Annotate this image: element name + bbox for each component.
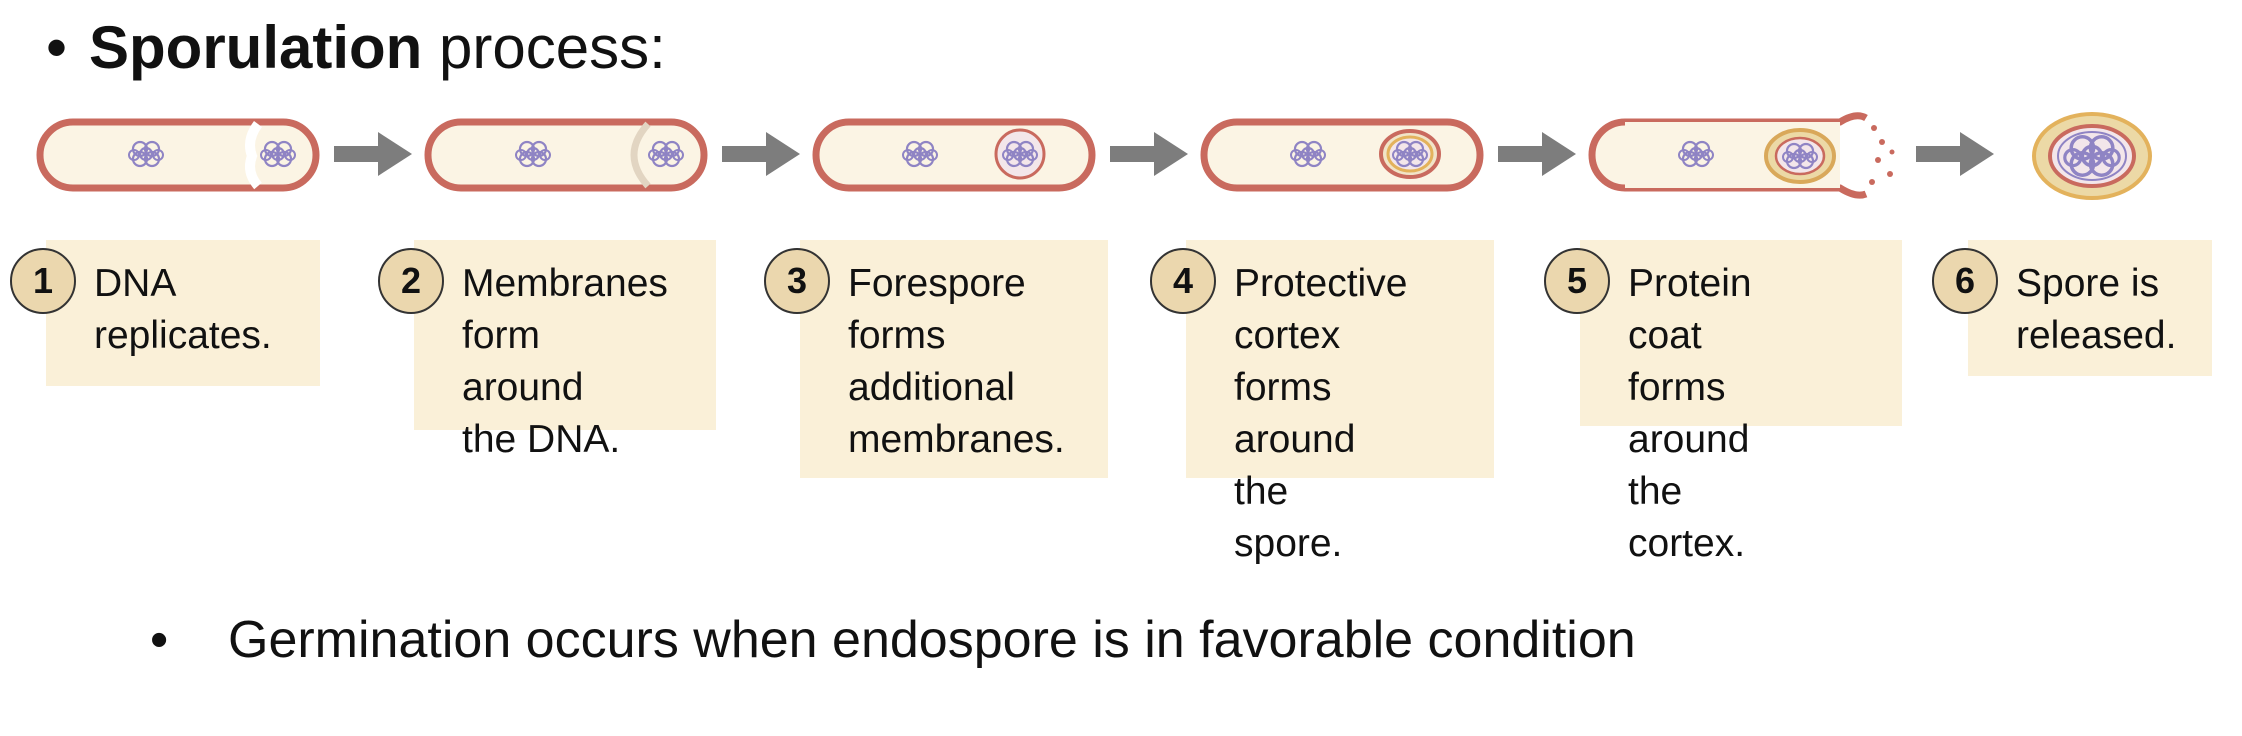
step-5-box — [1580, 240, 1902, 426]
step-4-box — [1186, 240, 1494, 478]
step-2-box — [414, 240, 716, 430]
step-3-number: 3 — [764, 248, 830, 314]
step-5-number: 5 — [1544, 248, 1610, 314]
arrow-2 — [722, 132, 800, 176]
step-4-label: Protective cortex forms around the spore… — [1234, 262, 1408, 565]
step-4-number: 4 — [1150, 248, 1216, 314]
cell-stage-5 — [1588, 112, 1895, 199]
title-bullet: • — [46, 14, 68, 81]
spore-stage-6 — [2032, 112, 2152, 200]
step-2-label: Membranes form around the DNA. — [462, 262, 668, 461]
title-rest: process: — [422, 14, 666, 81]
cell-stage-3 — [812, 118, 1096, 192]
step-6-number: 6 — [1932, 248, 1998, 314]
arrow-1 — [334, 132, 412, 176]
title: • Sporulation process: — [46, 8, 666, 88]
step-1-number: 1 — [10, 248, 76, 314]
step-5-label: Protein coat forms around the cortex. — [1628, 262, 1752, 565]
germination-text: Germination occurs when endospore is in … — [228, 611, 1636, 669]
step-1-label: DNA replicates. — [94, 262, 272, 357]
germination-bullet: • — [150, 611, 169, 669]
step-2-number: 2 — [378, 248, 444, 314]
step-6-label: Spore is released. — [2016, 262, 2177, 357]
step-3-box — [800, 240, 1108, 478]
arrow-4 — [1498, 132, 1576, 176]
arrow-5 — [1916, 132, 1994, 176]
cell-stage-1 — [36, 118, 320, 192]
arrow-3 — [1110, 132, 1188, 176]
title-bold: Sporulation — [89, 14, 423, 81]
step-6-box — [1968, 240, 2212, 376]
cell-stage-2 — [424, 118, 708, 192]
step-3-label: Forespore forms additional membranes. — [848, 262, 1065, 461]
cell-stage-4 — [1200, 118, 1484, 192]
step-1-box — [46, 240, 320, 386]
